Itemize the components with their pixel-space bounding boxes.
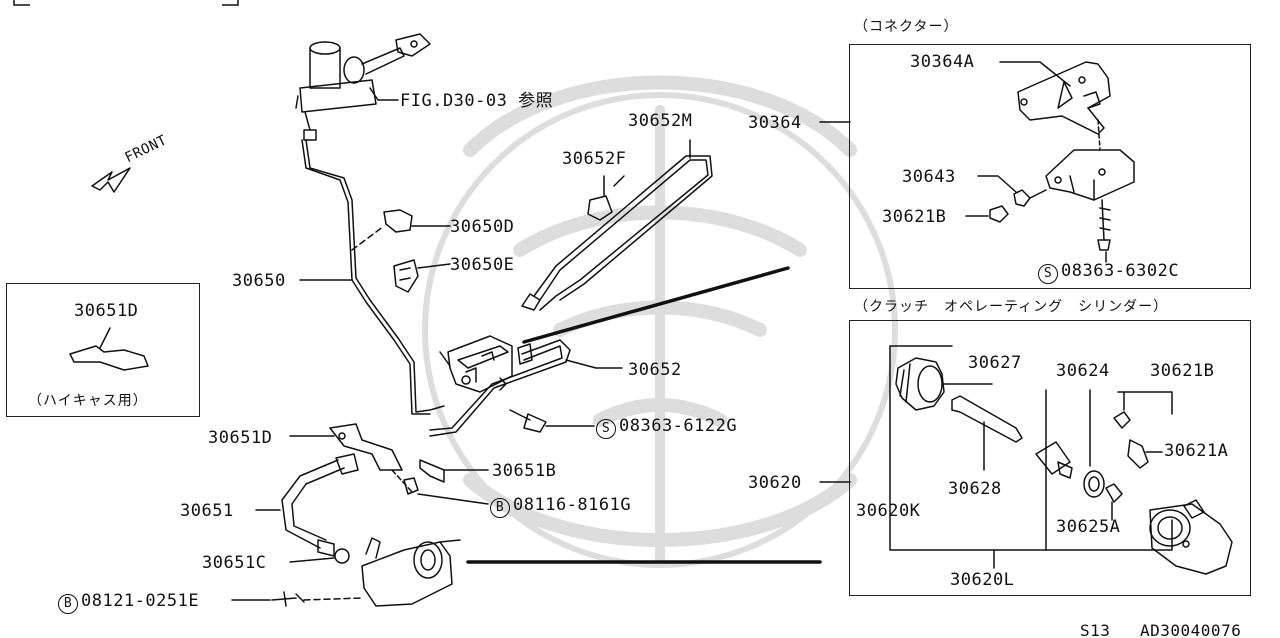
part-30651B-label: 30651B	[492, 461, 557, 481]
connector-inset-box	[849, 44, 1251, 289]
fitting-30643-icon	[1013, 189, 1047, 207]
bracket-30651D-icon	[329, 423, 403, 471]
s-mark-icon: S	[1038, 264, 1058, 284]
pipe-30652	[429, 339, 571, 437]
part-30628-label: 30628	[948, 479, 1002, 499]
part-30651C-label: 30651C	[202, 553, 267, 573]
hicas-part-30651D-label: 30651D	[74, 301, 139, 321]
clip-30652F-icon	[587, 195, 613, 221]
connector-bracket-icon	[1017, 61, 1111, 151]
part-30364A-label: 30364A	[910, 52, 975, 72]
pushrod-30628-icon	[951, 395, 1023, 443]
cylinder-part-30621B-label: 30621B	[1150, 361, 1215, 381]
part-30627-label: 30627	[968, 353, 1022, 373]
cylinder-inset-title: （クラッチ オペレーティング シリンダー）	[854, 299, 1169, 315]
bleeder-cap-icon	[1113, 411, 1131, 429]
part-30650D-label: 30650D	[450, 217, 515, 237]
part-30652-label: 30652	[628, 360, 682, 380]
master-cylinder-icon	[295, 33, 431, 141]
part-30364-label: 30364	[748, 113, 802, 133]
watermark-emblem	[422, 75, 898, 568]
washer-30651C-icon	[334, 548, 350, 564]
arrow-to-connector	[522, 266, 790, 344]
s-mark-icon: S	[596, 419, 616, 439]
bleeder-screw-icon	[1127, 439, 1149, 469]
part-30651D-label: 30651D	[208, 428, 273, 448]
part-30652M-label: 30652M	[628, 111, 693, 131]
ring-30625A-icon	[1105, 483, 1123, 503]
hicas-caption: （ハイキャス用）	[28, 393, 148, 409]
part-30650-label: 30650	[232, 271, 286, 291]
hicas-inset-box	[6, 283, 200, 417]
footer-series: S13	[1080, 621, 1111, 638]
connector-block-icon	[1045, 149, 1135, 201]
part-30651-label: 30651	[180, 501, 234, 521]
part-30652F-label: 30652F	[562, 149, 627, 169]
bolt-icon	[509, 409, 547, 433]
connector-inset-title: （コネクター）	[854, 19, 959, 35]
cylinder-body-icon	[1149, 499, 1233, 575]
hicas-bracket-icon	[69, 345, 149, 371]
cylinder-inset-box	[849, 320, 1251, 596]
b-mark-icon: B	[58, 594, 78, 614]
part-30621A-label: 30621A	[1164, 441, 1229, 461]
part-30624-label: 30624	[1056, 361, 1110, 381]
pipe-30650	[305, 139, 445, 413]
front-arrow-icon	[91, 167, 131, 193]
top-frame	[13, 0, 239, 6]
b-mark-icon: B	[490, 498, 510, 518]
part-30625A-label: 30625A	[1056, 517, 1121, 537]
part-30620K-label: 30620K	[856, 501, 921, 521]
connector-part-30621B-label: 30621B	[882, 207, 947, 227]
cap-30621B-icon	[989, 205, 1009, 223]
pipe-connector-icon	[439, 335, 513, 393]
part-30650E-label: 30650E	[450, 255, 515, 275]
part-30643-label: 30643	[902, 167, 956, 187]
operating-cylinder-icon	[361, 537, 461, 607]
clip-30650D-icon	[383, 209, 413, 233]
part-30620-label: 30620	[748, 473, 802, 493]
pipe-30652M	[539, 159, 709, 311]
footer-code: AD30040076	[1140, 621, 1242, 638]
piston-30624-icon	[1035, 441, 1071, 475]
bolt-6302C-icon	[1099, 199, 1111, 241]
fig-ref-label: FIG.D30-03 参照	[400, 91, 554, 111]
part-30620L-label: 30620L	[950, 570, 1015, 590]
clip-30650E-icon	[393, 259, 419, 293]
hose-30651	[281, 459, 339, 549]
seal-icon	[1083, 470, 1105, 498]
fig-ref-leader	[369, 87, 399, 101]
